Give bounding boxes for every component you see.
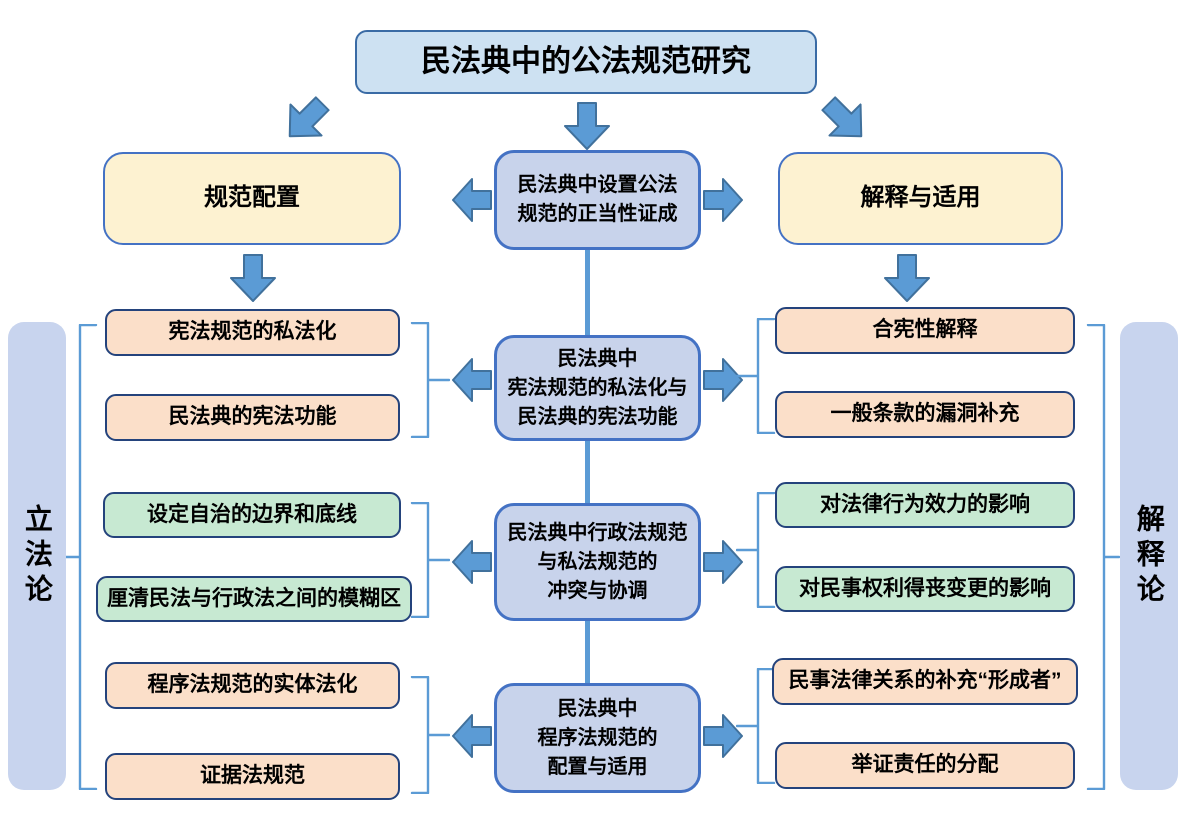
node-interpretation-application: 解释与适用 [778,152,1063,245]
left-arrow-icon [452,358,492,402]
side-label-legislation-theory: 立法论 [8,322,66,790]
node-burden-of-proof: 举证责任的分配 [775,742,1075,789]
node-justification: 民法典中设置公法 规范的正当性证成 [494,150,701,250]
node-norm-allocation: 规范配置 [103,152,401,245]
node-label: 举证责任的分配 [851,753,999,777]
side-label-text: 立法论 [21,503,53,609]
node-label: 民法典中设置公法 规范的正当性证成 [517,174,678,225]
node-label: 设定自治的边界和底线 [147,502,357,526]
node-general-clause-gap-filling: 一般条款的漏洞补充 [775,391,1075,438]
down-arrow-icon [230,254,276,302]
node-label: 民法典中 程序法规范的 配置与适用 [537,697,658,778]
node-civil-admin-grey-zone: 厘清民法与行政法之间的模糊区 [96,576,412,622]
node-label: 厘清民法与行政法之间的模糊区 [107,586,401,610]
node-label: 民事法律关系的补充“形成者” [788,669,1062,693]
node-label: 民法典中 宪法规范的私法化与 民法典的宪法功能 [507,347,688,428]
group-bracket [410,502,450,618]
group-bracket [736,668,776,784]
right-arrow-icon [703,540,743,584]
right-arrow-icon [703,358,743,402]
outer-bracket-left [64,324,98,790]
node-admin-norms-topic: 民法典中行政法规范 与私法规范的 冲突与协调 [494,503,701,621]
node-evidence-law-norms: 证据法规范 [105,753,400,800]
node-label: 民法典中行政法规范 与私法规范的 冲突与协调 [507,521,688,602]
node-procedural-norms-topic: 民法典中 程序法规范的 配置与适用 [494,683,701,793]
node-constitutional-norms-topic: 民法典中 宪法规范的私法化与 民法典的宪法功能 [494,335,701,441]
down-left-arrow-icon [273,87,339,153]
group-bracket [736,318,776,434]
node-supplementary-former: 民事法律关系的补充“形成者” [772,658,1078,705]
title-box: 民法典中的公法规范研究 [355,30,817,94]
right-arrow-icon [703,714,743,758]
down-right-arrow-icon [812,87,878,153]
node-label: 宪法规范的私法化 [168,320,337,344]
group-bracket [736,492,776,608]
node-label: 对民事权利得丧变更的影响 [799,576,1051,600]
node-effect-on-legal-acts: 对法律行为效力的影响 [775,482,1075,528]
node-label: 程序法规范的实体法化 [147,673,358,697]
diagram-title: 民法典中的公法规范研究 [421,44,751,78]
down-arrow-icon [884,254,930,302]
center-connector-line [585,248,590,685]
node-constitution-privatization: 宪法规范的私法化 [105,309,400,356]
node-effect-on-civil-rights-change: 对民事权利得丧变更的影响 [775,566,1075,612]
node-label: 解释与适用 [860,184,981,212]
node-label: 证据法规范 [200,764,305,788]
side-label-text: 解释论 [1133,503,1165,609]
group-bracket [410,322,450,438]
right-arrow-icon [703,178,743,222]
node-civilcode-constitutional-function: 民法典的宪法功能 [105,394,400,441]
node-label: 规范配置 [204,184,300,212]
left-arrow-icon [452,178,492,222]
node-procedural-substantivization: 程序法规范的实体法化 [105,662,400,709]
group-bracket [410,676,450,794]
left-arrow-icon [452,714,492,758]
node-label: 民法典的宪法功能 [168,405,337,429]
node-label: 对法律行为效力的影响 [820,492,1030,516]
node-label: 合宪性解释 [872,318,978,342]
left-arrow-icon [452,540,492,584]
node-constitutional-interpretation: 合宪性解释 [775,307,1075,354]
outer-bracket-right [1086,324,1120,790]
node-autonomy-boundaries: 设定自治的边界和底线 [103,492,401,538]
node-label: 一般条款的漏洞补充 [830,402,1020,426]
side-label-interpretation-theory: 解释论 [1120,322,1178,790]
down-arrow-icon [564,102,610,150]
